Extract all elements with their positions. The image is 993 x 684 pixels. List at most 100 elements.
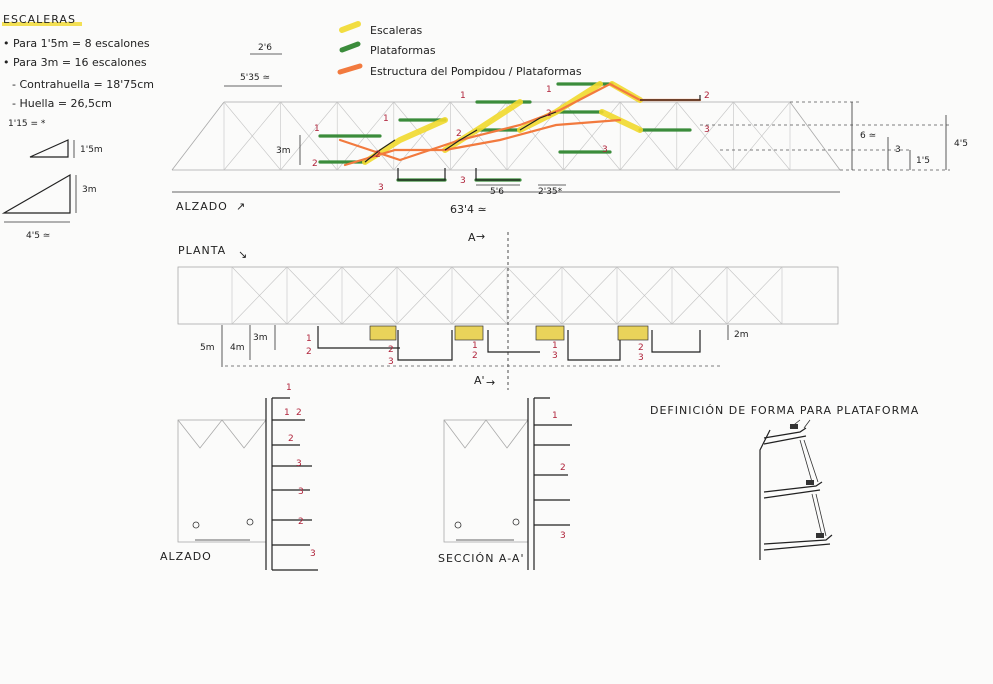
plan-level-3d: 3 (552, 351, 558, 361)
plan-level-2b: 2 (388, 345, 394, 355)
plan-level-3e: 3 (638, 353, 644, 363)
section-label-top: A (468, 231, 476, 244)
detail-platform-1 (763, 427, 807, 445)
notes-line-1: • Para 1'5m = 8 escalones (3, 37, 150, 50)
level-3-d: 3 (602, 145, 608, 155)
plan-stair-1 (369, 325, 397, 341)
dim-module2-label: 5'35 ≃ (240, 73, 270, 83)
plan-bay-diagonal (286, 266, 343, 325)
dim-height-label: 3m (276, 146, 291, 156)
plan-level-3b: 3 (388, 357, 394, 367)
section-level-2: 2 (560, 463, 566, 473)
plan-bay-diagonal (561, 266, 618, 325)
stair-ink-3 (519, 111, 557, 131)
section-view: 1 2 3 SECCIÓN A-A' (438, 397, 572, 570)
person-figure-3 (454, 521, 462, 529)
plan-balcony-5 (651, 330, 701, 353)
plan-level-1d: 1 (552, 341, 558, 351)
person-figure-1 (192, 521, 200, 529)
section-label: SECCIÓN A-A' (438, 552, 524, 565)
side-elev-truss (177, 419, 267, 449)
detail-support-column (759, 429, 771, 560)
main-elevation: 6 ≃ 4'5 3 1'5 2'6 5'35 ≃ 3m 63'4 ≃ ALZAD… (171, 43, 968, 216)
legend-swatch-estructura (337, 63, 363, 75)
truss-left-end (171, 101, 225, 171)
legend-swatch-escaleras (339, 21, 361, 33)
side-elev-platforms (272, 397, 318, 571)
plan-level-1c: 1 (472, 341, 478, 351)
level-2-c: 2 (456, 129, 462, 139)
notes-line-4: - Huella = 26,5cm (12, 97, 112, 110)
dim-3-label: 3 (895, 145, 901, 155)
plan-bay-diagonal (726, 266, 783, 325)
truss-right-end (789, 101, 841, 171)
dim-module-label: 2'6 (258, 43, 272, 53)
side-level-3d: 3 (298, 487, 304, 497)
stair-ink-1 (364, 139, 396, 163)
plan-bay-diagonal (341, 266, 398, 325)
side-elevation: 1 1 2 2 3 3 2 3 ALZADO (160, 383, 318, 571)
detail-joint-1 (790, 424, 798, 429)
planta-label: PLANTA (178, 244, 226, 257)
small-stair-triangle (29, 139, 69, 158)
title-highlight (2, 22, 82, 26)
big-rise-label: 3m (82, 185, 97, 195)
section-level-3: 3 (560, 531, 566, 541)
dim-6-label: 6 ≃ (860, 131, 876, 141)
section-level-1: 1 (552, 411, 558, 421)
bracket-ink-2 (475, 168, 520, 181)
dim-3m-label: 3m (253, 333, 268, 343)
dim-2m-label: 2m (734, 330, 749, 340)
plan-level-1: 1 (306, 334, 312, 344)
level-2-d: 2 (546, 109, 552, 119)
plan-bay-diagonal (616, 266, 673, 325)
big-stair-triangle (1, 173, 71, 214)
notes-title: ESCALERAS (3, 13, 76, 26)
person-figure-4 (512, 518, 520, 526)
stair-ink-4 (640, 95, 701, 101)
plan-bay-diagonal (671, 266, 728, 325)
notes-line-2: • Para 3m = 16 escalones (3, 56, 147, 69)
plan-stair-2 (454, 325, 484, 341)
level-2-b: 2 (375, 150, 381, 160)
side-level-1: 1 (286, 383, 292, 393)
legend-estructura: Estructura del Pompidou / Plataformas (370, 65, 582, 78)
truss-diagonal (280, 101, 338, 171)
section-arrow-bottom: → (486, 376, 495, 389)
detail-cables (799, 439, 827, 537)
plan-level-2e: 2 (638, 343, 644, 353)
legend-plataformas: Plataformas (370, 44, 436, 57)
plan-bay-diagonal (396, 266, 453, 325)
plan-bay-diagonal (231, 266, 288, 325)
truss-diagonal (619, 101, 678, 171)
legend: Escaleras Plataformas Estructura del Pom… (337, 21, 582, 78)
plan-balcony-2 (397, 330, 453, 361)
level-3-b: 3 (378, 183, 384, 193)
dim-15-label: 1'5 (916, 156, 930, 166)
level-1-c: 1 (460, 91, 466, 101)
level-2-e: 2 (704, 91, 710, 101)
plan-stair-3 (535, 325, 565, 341)
side-level-3e: 3 (310, 549, 316, 559)
plan-bay-diagonal (451, 266, 508, 325)
platform-shape-detail: DEFINICIÓN DE FORMA PARA PLATAFORMA (650, 404, 918, 560)
planta-arrow: ↘ (238, 248, 247, 261)
person-figure-2 (246, 518, 254, 526)
level-1-b: 1 (383, 114, 389, 124)
bracket-ink-1 (397, 168, 446, 181)
dim-235-label: 2'35* (538, 187, 563, 197)
plan-stair-4 (617, 325, 649, 341)
stair-notes: ESCALERAS • Para 1'5m = 8 escalones • Pa… (1, 13, 154, 241)
plan-bay-diagonal (506, 266, 563, 325)
dim-45-label: 4'5 (954, 139, 968, 149)
section-truss (443, 419, 529, 449)
dim-56-label: 5'6 (490, 187, 504, 197)
big-run-label: 4'5 ≃ (26, 231, 50, 241)
dim-total-label: 63'4 ≃ (450, 203, 487, 216)
level-3-c: 3 (460, 176, 466, 186)
stair-yellow-5 (599, 109, 643, 133)
section-platforms (534, 397, 572, 526)
detail-platform-3 (763, 534, 833, 551)
plan-level-2c: 2 (472, 351, 478, 361)
